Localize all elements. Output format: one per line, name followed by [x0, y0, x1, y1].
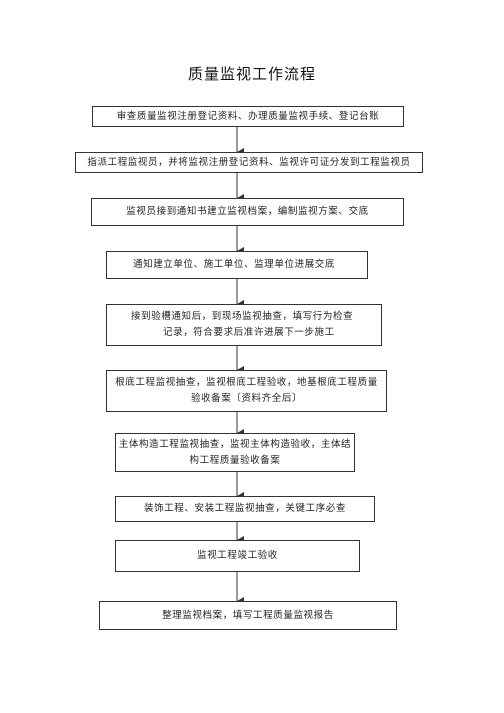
- step-4-line-1: 通知建立单位、施工单位、监理单位进展交底: [133, 259, 336, 270]
- step-7-line-2: 构工程质量验收备案: [189, 454, 281, 466]
- flow-step-5: 接到验槽通知后，到现场监视抽查，填写行为检查 记录，符合要求后准许进展下一步施工: [106, 304, 382, 346]
- flow-step-3: 监视员接到通知书建立监视档案，编制监视方案、交底: [91, 198, 404, 226]
- flow-step-2: 指派工程监视员，并将监视注册登记资料、监视许可证分发到工程监视员: [75, 152, 423, 173]
- step-10-line-1: 整理监视档案，填写工程质量监视报告: [162, 609, 334, 621]
- step-2-line-1: 指派工程监视员，并将监视注册登记资料、监视许可证分发到工程监视员: [87, 156, 411, 168]
- flow-step-1: 审查质量监视注册登记资料、办理质量监视手续、登记台账: [92, 106, 404, 127]
- flow-step-7: 主体构造工程监视抽查，监视主体构造验收，主体结 构工程质量验收备案: [115, 433, 355, 472]
- step-1-line-1: 审查质量监视注册登记资料、办理质量监视手续、登记台账: [116, 110, 380, 122]
- step-6-line-2: 验收备案〔资料齐全后〕: [190, 393, 303, 404]
- step-7-line-1: 主体构造工程监视抽查，监视主体构造验收，主体结: [118, 438, 352, 450]
- step-8-line-1: 装饰工程、安装工程监视抽查，关键工序必查: [143, 503, 346, 514]
- flow-step-9: 监视工程竣工验收: [115, 540, 360, 572]
- step-3-line-1: 监视员接到通知书建立监视档案，编制监视方案、交底: [126, 206, 369, 217]
- flow-step-4: 通知建立单位、施工单位、监理单位进展交底: [106, 251, 368, 279]
- step-9-line-1: 监视工程竣工验收: [197, 550, 278, 561]
- flow-step-10: 整理监视档案，填写工程质量监视报告: [99, 601, 397, 630]
- step-5-line-1: 接到验槽通知后，到现场监视抽查，填写行为检查: [131, 311, 354, 322]
- page-title: 质量监视工作流程: [187, 65, 316, 83]
- flow-step-6: 根底工程监视抽查，监视根底工程验收，地基根底工程质量 验收备案〔资料齐全后〕: [106, 370, 387, 412]
- flow-step-8: 装饰工程、安装工程监视抽查，关键工序必查: [115, 496, 375, 522]
- step-5-line-2: 记录，符合要求后准许进展下一步施工: [163, 327, 335, 338]
- step-6-line-1: 根底工程监视抽查，监视根底工程验收，地基根底工程质量: [115, 377, 378, 388]
